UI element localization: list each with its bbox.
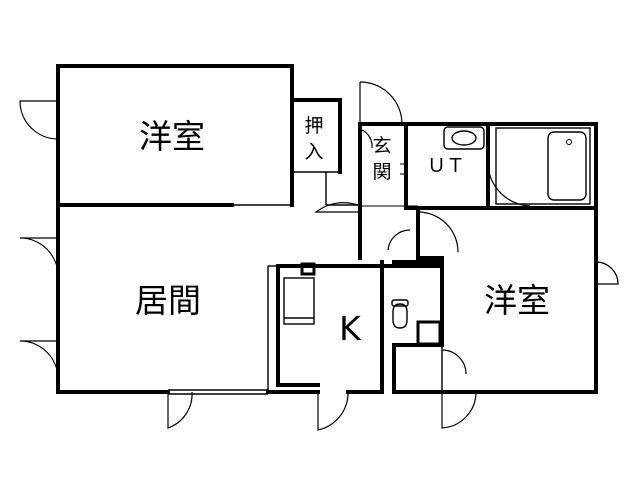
label-living-room: 居間: [135, 281, 201, 320]
label-closet-2: 入: [304, 141, 323, 163]
label-western-room-top: 洋室: [139, 117, 205, 156]
room-kitchen: [267, 262, 384, 394]
label-western-room-right: 洋室: [484, 281, 550, 320]
label-closet-1: 押: [304, 115, 323, 137]
label-entrance-2: 関: [372, 161, 391, 183]
label-entrance-1: 玄: [372, 135, 391, 157]
room-western-right: [392, 206, 598, 394]
label-kitchen: K: [339, 309, 362, 348]
toilet-room: [380, 260, 444, 394]
closet: [290, 98, 342, 205]
room-living: [56, 204, 362, 395]
label-unit-bath: ＵＴ: [427, 155, 465, 177]
door-swings: [19, 81, 619, 431]
